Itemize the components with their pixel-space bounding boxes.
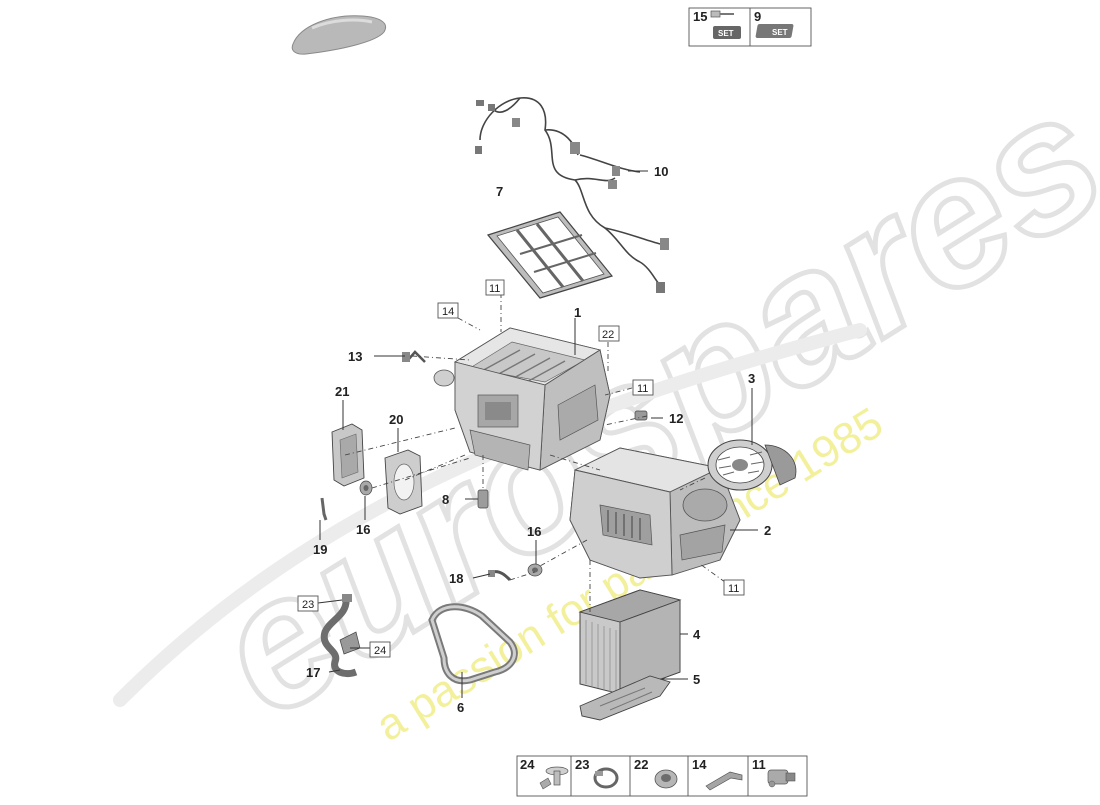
grommet-part-16b[interactable]	[527, 563, 543, 577]
sensor-part-18[interactable]	[488, 570, 512, 582]
sensor-part-8[interactable]	[477, 489, 489, 509]
svg-text:SET: SET	[772, 28, 788, 37]
kit-item-15[interactable]: 15 SET	[693, 9, 741, 39]
callout-16a[interactable]: 16	[356, 522, 370, 537]
callout-20[interactable]: 20	[389, 412, 403, 427]
callout-5[interactable]: 5	[693, 672, 700, 687]
wiring-harness-part-10[interactable]	[475, 97, 669, 293]
sensor-part-12[interactable]	[634, 410, 648, 421]
callout-18[interactable]: 18	[449, 571, 463, 586]
boxed-callout-24[interactable]: 24	[369, 641, 391, 658]
svg-text:14: 14	[442, 306, 454, 318]
temp-sensor-part-13[interactable]	[402, 350, 426, 363]
hose-clamp-icon	[593, 767, 619, 789]
drain-tray-part-5[interactable]	[579, 675, 671, 721]
actuator-part-20[interactable]	[384, 449, 423, 515]
evaporator-part-4[interactable]	[578, 589, 682, 695]
kit-box-bottom: 24 23 22 14	[516, 755, 808, 797]
callout-7[interactable]: 7	[496, 184, 503, 199]
boxed-callout-22[interactable]: 22	[598, 325, 620, 342]
callout-1[interactable]: 1	[574, 305, 581, 320]
kit-item-9[interactable]: 9 SET	[754, 9, 794, 38]
clip-icon	[705, 771, 743, 791]
callout-16b[interactable]: 16	[527, 524, 541, 539]
push-rivet-icon	[539, 766, 569, 790]
boxed-callouts: 11 14 22 11 11 23 24	[297, 279, 745, 658]
set-bag-icon: SET	[755, 24, 794, 38]
kit-item-number: 24	[520, 757, 535, 772]
callout-2[interactable]: 2	[764, 523, 771, 538]
seal-part-6[interactable]	[428, 603, 518, 685]
bolt-icon	[710, 10, 734, 18]
kit-item-number: 23	[575, 757, 589, 772]
leader-lines	[317, 170, 758, 698]
hvac-housing-part-1[interactable]	[433, 327, 611, 471]
boxed-callout-11-top[interactable]: 11	[485, 279, 505, 296]
watermark-swoosh	[113, 323, 867, 707]
svg-text:11: 11	[489, 283, 500, 295]
callout-17[interactable]: 17	[306, 665, 320, 680]
kit-item-22[interactable]: 22	[634, 757, 678, 789]
kit-item-number: 14	[692, 757, 707, 772]
boxed-callout-11-mid[interactable]: 11	[632, 379, 654, 396]
callout-8[interactable]: 8	[442, 492, 449, 507]
svg-text:23: 23	[302, 599, 314, 611]
kit-item-number: 22	[634, 757, 648, 772]
car-silhouette-icon	[291, 15, 386, 55]
boxed-callout-11-low[interactable]: 11	[723, 579, 745, 596]
svg-text:11: 11	[637, 383, 648, 395]
kit-item-11[interactable]: 11	[752, 757, 796, 788]
kit-item-24[interactable]: 24	[520, 757, 569, 790]
kit-item-23[interactable]: 23	[575, 757, 619, 789]
callout-12[interactable]: 12	[669, 411, 683, 426]
svg-text:22: 22	[602, 329, 614, 341]
connector-icon	[767, 769, 796, 788]
grommet-part-16a[interactable]	[359, 480, 373, 496]
filter-frame-part-7[interactable]	[486, 211, 614, 299]
callout-13[interactable]: 13	[348, 349, 362, 364]
svg-text:11: 11	[728, 583, 739, 595]
callout-labels: 10 7 1 3 13 21 20 12 8 16 2 19 16 18 4 1…	[306, 164, 771, 715]
kit-item-number: 11	[752, 757, 766, 772]
svg-text:24: 24	[374, 645, 386, 657]
svg-text:SET: SET	[718, 29, 734, 38]
callout-6[interactable]: 6	[457, 700, 464, 715]
blower-housing-part-2[interactable]	[569, 447, 741, 579]
set-badge: SET	[713, 26, 741, 39]
grommet-icon	[654, 769, 678, 789]
blower-motor-part-3[interactable]	[707, 439, 797, 491]
callout-4[interactable]: 4	[693, 627, 701, 642]
sensor-part-19[interactable]	[320, 497, 328, 521]
actuator-part-21[interactable]	[331, 423, 365, 487]
boxed-callout-23[interactable]: 23	[297, 595, 319, 612]
callout-19[interactable]: 19	[313, 542, 327, 557]
boxed-callout-14[interactable]: 14	[437, 302, 459, 319]
callout-10[interactable]: 10	[654, 164, 668, 179]
kit-box-top: 15 SET 9 SET	[688, 7, 812, 47]
dash-lines	[344, 293, 726, 612]
kit-item-14[interactable]: 14	[692, 757, 743, 791]
callout-3[interactable]: 3	[748, 371, 755, 386]
kit-item-number: 9	[754, 9, 761, 24]
callout-21[interactable]: 21	[335, 384, 349, 399]
kit-item-number: 15	[693, 9, 707, 24]
